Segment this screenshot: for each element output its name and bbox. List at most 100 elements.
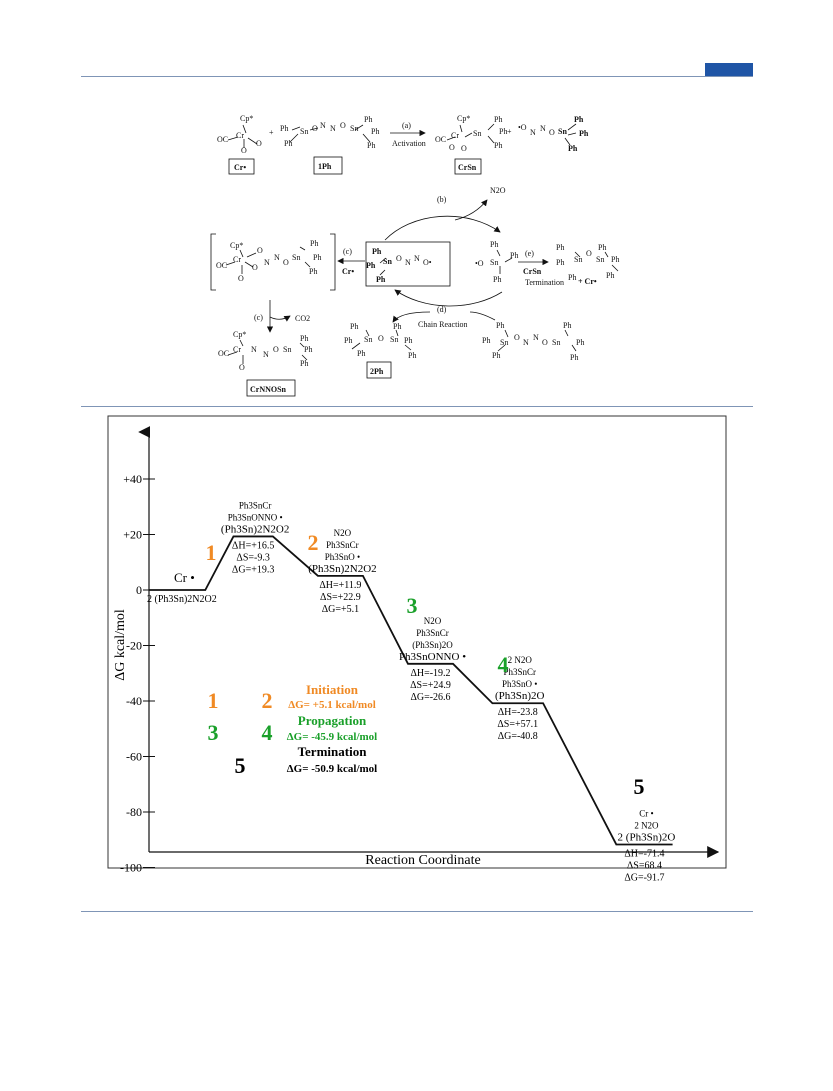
thermo-label: ΔH=+16.5 — [232, 540, 274, 551]
species-label: Ph3SnCr — [326, 540, 359, 550]
svg-text:Sn: Sn — [350, 124, 358, 133]
species-label: (Ph3Sn)2O — [412, 640, 453, 650]
y-tick-label: +20 — [123, 528, 142, 542]
step-a-label: (a) — [402, 121, 411, 130]
species-label: Ph3SnONNO • — [228, 512, 283, 522]
crsn-reagent-label: CrSn — [523, 267, 542, 276]
n2o-label: N2O — [490, 186, 506, 195]
reaction-scheme: Cp* Cr OC O O + Ph Sn O N N O Sn Ph Ph P… — [210, 114, 619, 397]
svg-text:Cp*: Cp* — [233, 330, 246, 339]
thermo-label: ΔG=+19.3 — [232, 564, 274, 575]
svg-text:Ph: Ph — [568, 273, 576, 282]
svg-text:Cp*: Cp* — [240, 114, 253, 123]
svg-text:Ph: Ph — [556, 258, 564, 267]
svg-text:Sn: Sn — [473, 129, 481, 138]
species-label: 2 N2O — [508, 655, 533, 665]
species-label: (Ph3Sn)2O — [495, 690, 545, 702]
svg-text:N: N — [320, 121, 326, 130]
species-label: Ph3SnO • — [325, 552, 360, 562]
svg-text:•O: •O — [518, 123, 527, 132]
species-label: (Ph3Sn)2N2O2 — [308, 563, 376, 575]
svg-text:Ph: Ph — [494, 115, 502, 124]
legend-number-1: 1 — [208, 688, 219, 713]
chain-reaction-label: Chain Reaction — [418, 320, 468, 329]
species-label: Ph3SnONNO • — [399, 651, 466, 663]
svg-text:N: N — [414, 254, 420, 263]
svg-text:Ph: Ph — [344, 336, 352, 345]
svg-text:Ph: Ph — [366, 261, 376, 270]
svg-text:Ph: Ph — [570, 353, 578, 362]
svg-text:O: O — [238, 274, 244, 283]
plus-cr-label: + Cr• — [578, 277, 597, 286]
svg-text:O: O — [378, 334, 384, 343]
step-c2-label: (c) — [254, 313, 263, 322]
thermo-label: ΔS=+22.9 — [320, 592, 361, 603]
thermo-label: ΔH=+11.9 — [319, 580, 361, 591]
svg-text:N: N — [533, 333, 539, 342]
svg-text:Cp*: Cp* — [230, 241, 243, 250]
species-label: 2 (Ph3Sn)2N2O2 — [147, 594, 217, 605]
y-tick-label: -100 — [120, 861, 142, 875]
x-axis-label: Reaction Coordinate — [365, 853, 480, 868]
diagram-frame — [107, 415, 727, 869]
divider-rule — [81, 406, 753, 407]
svg-text:Sn: Sn — [283, 345, 291, 354]
cr-radical-label: Cr• — [234, 163, 246, 172]
y-axis-label: ΔG kcal/mol — [113, 609, 128, 681]
svg-text:Ph: Ph — [309, 267, 317, 276]
svg-text:Ph: Ph — [313, 253, 321, 262]
svg-text:N: N — [264, 258, 270, 267]
svg-text:O: O — [461, 144, 467, 153]
svg-text:Ph: Ph — [579, 129, 589, 138]
svg-text:Ph: Ph — [376, 275, 386, 284]
compound-1-label: 1Ph — [318, 162, 332, 171]
thermo-label: ΔH=-23.8 — [498, 707, 538, 718]
footer-rule — [81, 911, 753, 912]
svg-text:Ph: Ph — [284, 139, 292, 148]
svg-text:Ph: Ph — [350, 322, 358, 331]
svg-text:Ph: Ph — [404, 336, 412, 345]
legend-number-5: 5 — [235, 753, 246, 778]
svg-text:Ph: Ph — [563, 321, 571, 330]
svg-text:Sn: Sn — [552, 338, 560, 347]
termination-label: Termination — [525, 278, 564, 287]
svg-text:O•: O• — [423, 258, 432, 267]
step-c-label: (c) — [343, 247, 352, 256]
thermo-label: ΔS=68.4 — [627, 860, 662, 871]
svg-text:Sn: Sn — [364, 335, 372, 344]
svg-text:O: O — [312, 124, 318, 133]
crnnosn-label: CrNNOSn — [250, 385, 287, 394]
thermo-label: ΔH=-19.2 — [410, 668, 450, 679]
svg-text:Ph: Ph — [310, 239, 318, 248]
thermo-label: ΔG=+5.1 — [322, 604, 359, 615]
svg-text:O: O — [239, 363, 245, 372]
svg-text:Ph: Ph — [556, 243, 564, 252]
legend-title: Termination — [298, 744, 368, 759]
svg-text:Ph: Ph — [499, 127, 507, 136]
step-number-1: 1 — [206, 540, 217, 565]
svg-text:O: O — [542, 338, 548, 347]
activation-label: Activation — [392, 139, 426, 148]
energy-profile-line — [149, 535, 673, 846]
y-tick-label: -80 — [126, 805, 142, 819]
svg-text:N: N — [263, 350, 269, 359]
svg-text:O: O — [586, 249, 592, 258]
svg-text:Ph: Ph — [482, 336, 490, 345]
svg-text:Sn: Sn — [596, 255, 604, 264]
svg-text:Cr: Cr — [233, 255, 241, 264]
svg-text:Ph: Ph — [371, 127, 379, 136]
legend-number-2: 2 — [262, 688, 273, 713]
thermo-label: ΔS=-9.3 — [236, 552, 269, 563]
svg-text:OC: OC — [217, 135, 228, 144]
step-number-3: 3 — [407, 593, 418, 618]
svg-text:Ph: Ph — [496, 321, 504, 330]
step-e-label: (e) — [525, 249, 534, 258]
legend-number-3: 3 — [208, 720, 219, 745]
legend-title: Propagation — [298, 713, 367, 728]
species-label: (Ph3Sn)2N2O2 — [221, 523, 289, 535]
svg-text:•O: •O — [475, 259, 484, 268]
species-label: 2 (Ph3Sn)2O — [618, 831, 676, 843]
svg-text:Ph: Ph — [598, 243, 606, 252]
svg-text:Sn: Sn — [383, 257, 392, 266]
svg-text:Ph: Ph — [490, 240, 498, 249]
